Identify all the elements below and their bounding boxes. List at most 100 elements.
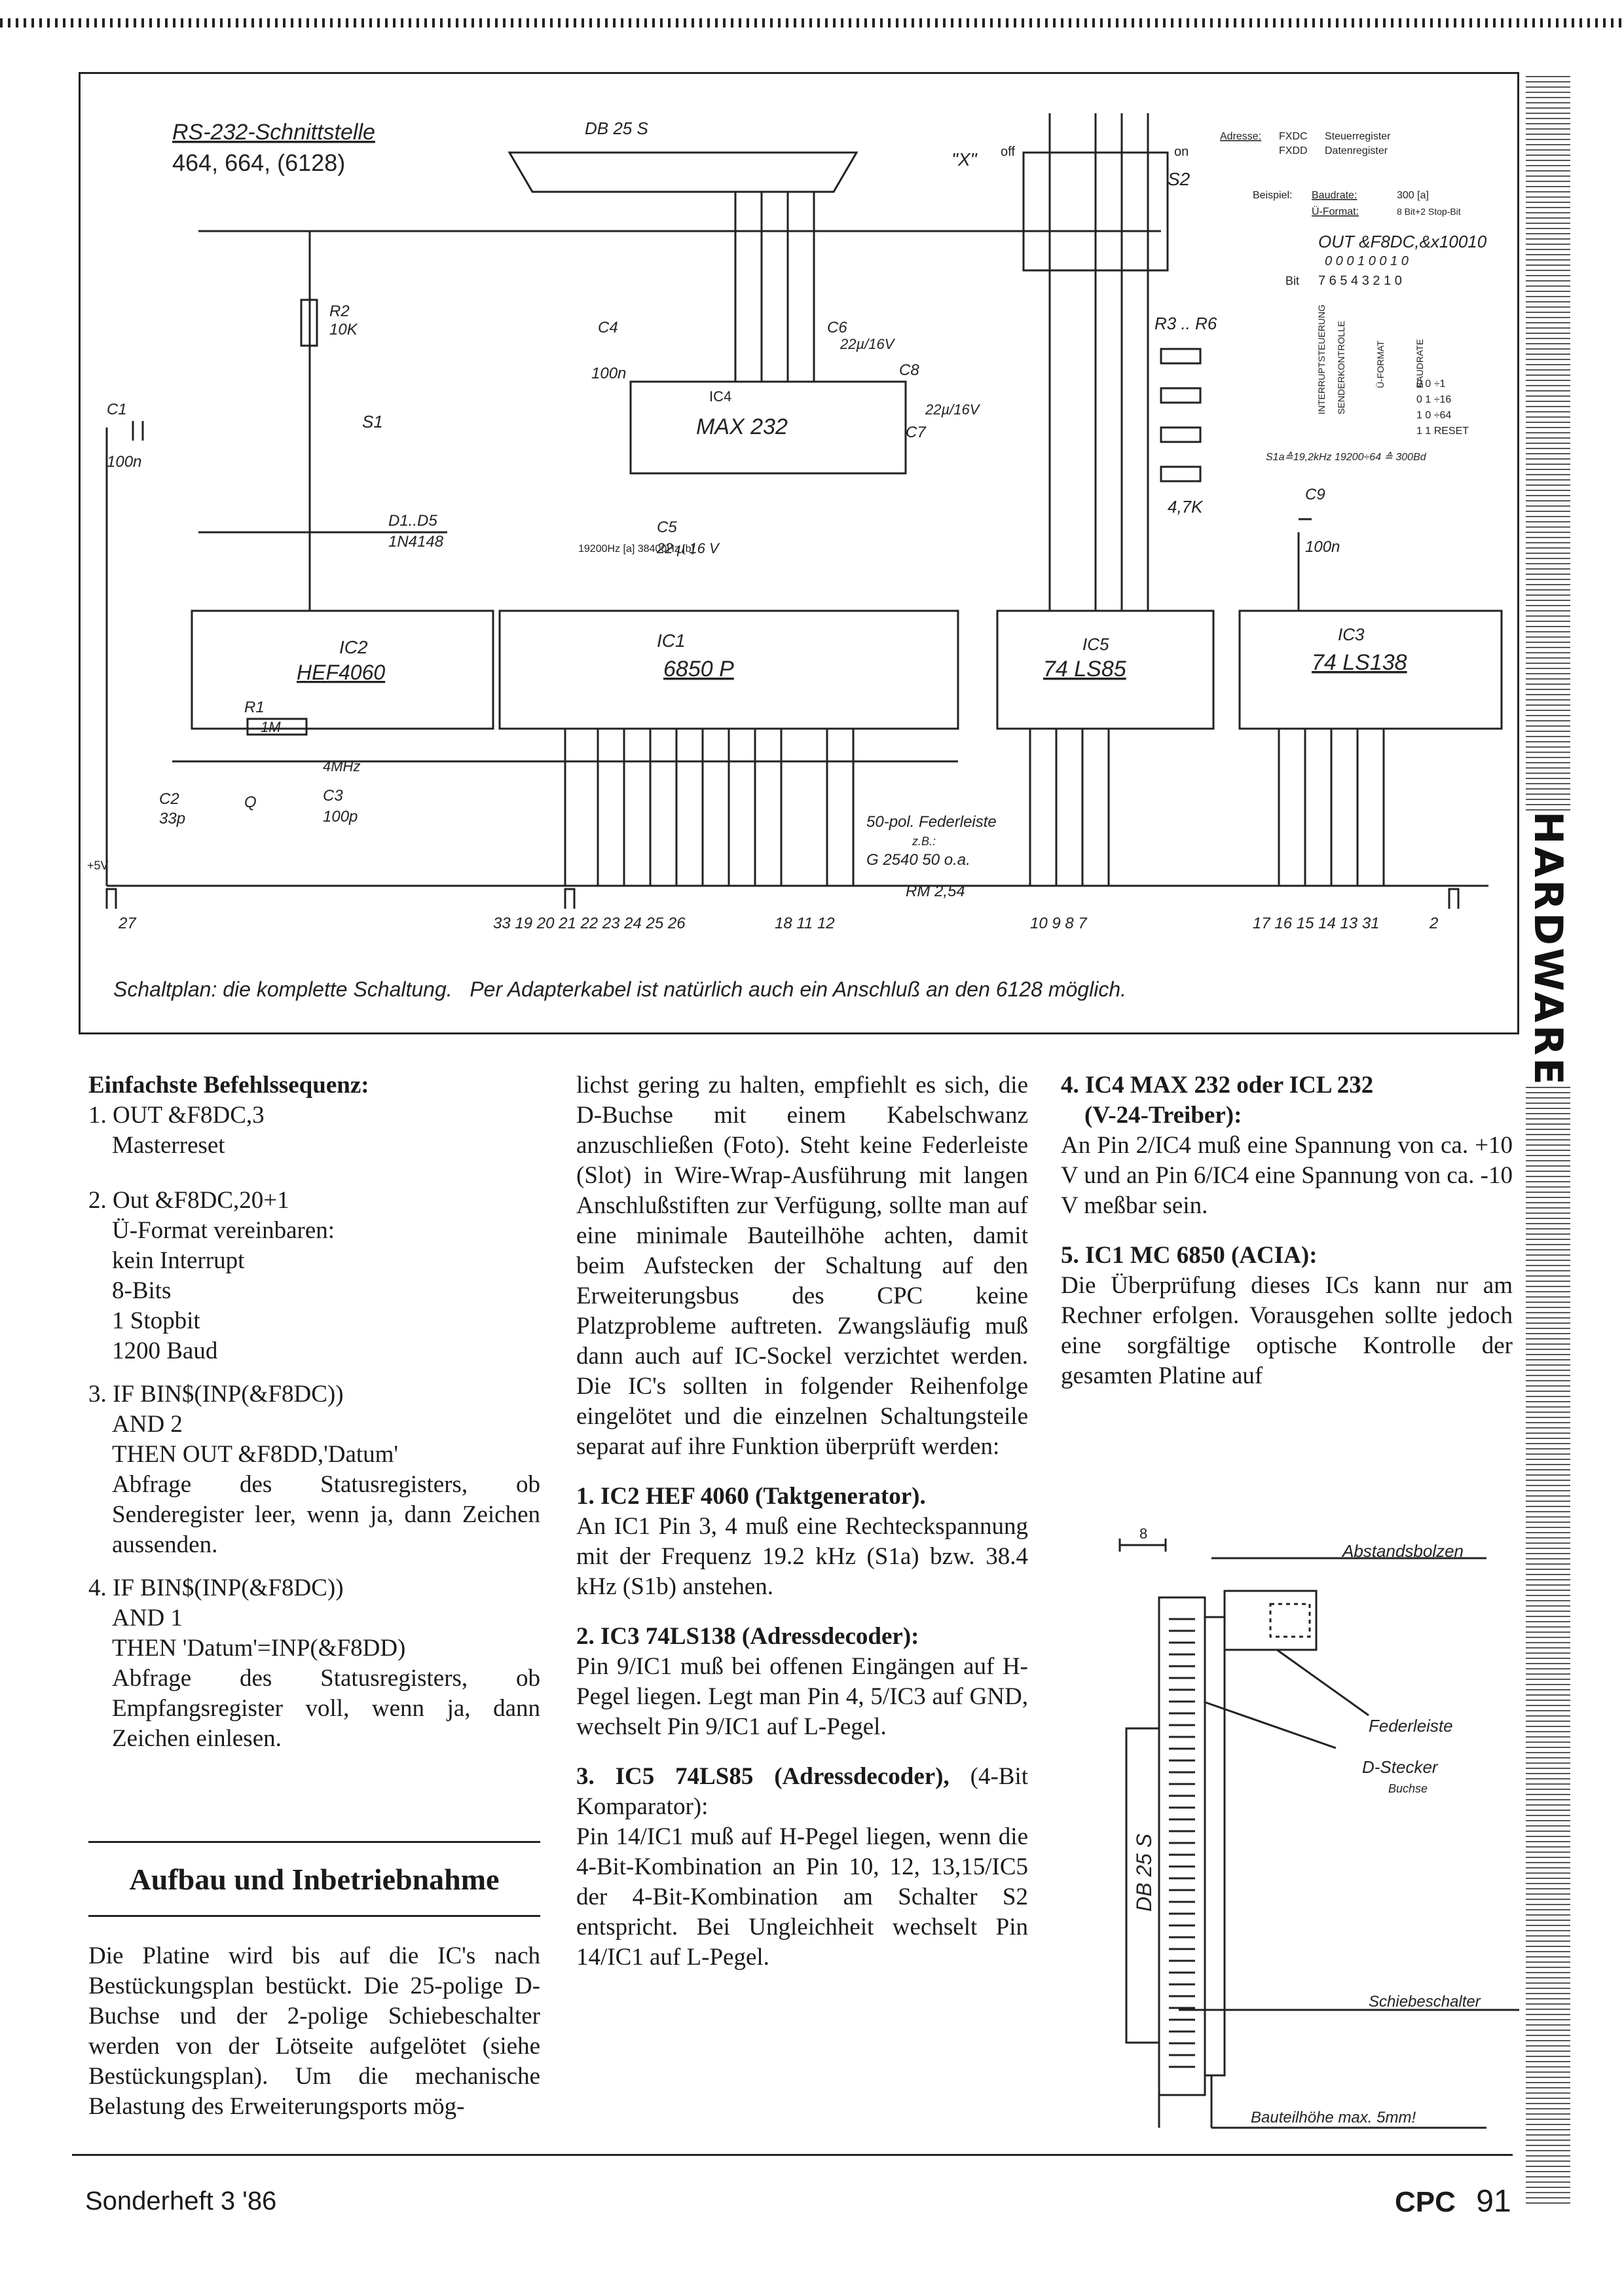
g2540-label: G 2540 50 o.a. (866, 851, 970, 869)
reg-baudrate: Baudrate: (1312, 190, 1357, 201)
pins-mid2: 18 11 12 (775, 915, 835, 932)
step-4-and: AND 1 (112, 1605, 183, 1631)
label-buchse: Buchse (1388, 1782, 1428, 1795)
check-3-text: Pin 14/IC1 muß auf H-Pegel liegen, wenn … (576, 1823, 1028, 1971)
check-4-heading-b: (V-24-Treiber): (1084, 1102, 1242, 1129)
ic1-label: IC1 (657, 630, 686, 651)
pins-mid: 33 19 20 21 22 23 24 25 26 (493, 915, 686, 932)
r2-label: R2 (329, 302, 350, 320)
c3-label: C3 (323, 787, 343, 805)
pin-left: 27 (118, 915, 137, 932)
r1-value: 1M (261, 719, 281, 735)
step-3-then: THEN OUT &F8DD,'Datum' (112, 1441, 399, 1468)
x-label: "X" (951, 149, 978, 170)
column-1-body: Die Platine wird bis auf die IC's nach B… (88, 1941, 540, 2122)
column-1: Einfachste Befehlssequenz: 1. OUT &F8DC,… (88, 1070, 540, 1754)
step-2-item-d: 1200 Baud (112, 1338, 218, 1364)
pin-gnd: 2 (1429, 915, 1438, 932)
pins-addr: 10 9 8 7 (1030, 915, 1088, 932)
db25-label: DB 25 S (585, 118, 648, 138)
top-dash-rule (0, 18, 1624, 27)
step-3-desc: Abfrage des Statusregisters, ob Sendereg… (112, 1471, 540, 1558)
bottom-rule (72, 2154, 1513, 2156)
hef4060-label: HEF4060 (297, 661, 385, 684)
step-2-item-c: 1 Stopbit (112, 1307, 200, 1334)
reg-cmd: OUT &F8DC,&x10010 (1318, 232, 1487, 251)
r3r6-label: R3 .. R6 (1154, 314, 1217, 333)
label-federleiste: Federleiste (1369, 1716, 1453, 1736)
c6-label: C6 (827, 319, 847, 337)
footer-brand-page: CPC 91 (1395, 2183, 1511, 2219)
page-number: 91 (1476, 2184, 1511, 2219)
rm-label: RM 2,54 (906, 883, 965, 900)
caption-part-a: Schaltplan: die komplette Schaltung. (113, 977, 452, 1001)
c2-label: C2 (159, 790, 179, 808)
check-2-text: Pin 9/IC1 muß bei offenen Eingängen auf … (576, 1653, 1028, 1740)
c5-label: C5 (657, 519, 677, 536)
c1-label: C1 (107, 401, 127, 418)
step-1: 1. OUT &F8DC,3 (88, 1102, 265, 1129)
reg-vert2: SENDERKONTROLLE (1336, 321, 1346, 414)
check-5-text: Die Überprüfung dieses ICs kann nur am R… (1061, 1272, 1513, 1389)
step-3-and: AND 2 (112, 1411, 183, 1438)
schematic-drawing: RS-232-Schnittstelle 464, 664, (6128) DB… (87, 113, 1503, 932)
freq-label: 19200Hz [a] 38400Hz [b] (578, 543, 694, 555)
c4-value: 100n (591, 365, 626, 382)
step-3: 3. IF BIN$(INP(&F8DC)) (88, 1381, 344, 1408)
step-2-item-b: 8-Bits (112, 1277, 172, 1304)
reg-addr1: FXDC (1279, 131, 1308, 142)
c9-label: C9 (1305, 486, 1325, 503)
c1-value: 100n (107, 453, 141, 471)
c6-value: 22µ/16V (840, 336, 896, 352)
pins-right: 17 16 15 14 13 31 (1253, 915, 1380, 932)
schematic-title: RS-232-Schnittstelle (172, 120, 375, 145)
check-5-heading: 5. IC1 MC 6850 (ACIA): (1061, 1242, 1318, 1269)
figure-caption: Schaltplan: die komplette Schaltung. Per… (113, 977, 1488, 1002)
register-box: Adresse: FXDC Steuerregister FXDD Datenr… (1220, 131, 1487, 556)
label-abstandsbolzen: Abstandsbolzen (1341, 1541, 1464, 1561)
reg-formula: S1a≙19,2kHz 19200÷64 ≙ 300Bd (1266, 452, 1427, 463)
r2-value: 10K (329, 321, 358, 338)
label-schiebeschalter: Schiebeschalter (1369, 1993, 1481, 2011)
ic3-label: IC3 (1338, 625, 1365, 644)
reg-div-row-0: 0 0 ÷1 (1416, 378, 1445, 390)
check-3-heading-b: (4-Bit Komparator): (576, 1763, 1029, 1820)
mhz-label: 4MHz (323, 758, 360, 774)
side-label-text: HARDWARE (1525, 811, 1572, 1087)
step-4-then: THEN 'Datum'=INP(&F8DD) (112, 1635, 406, 1662)
step-2-item-a: kein Interrupt (112, 1247, 245, 1274)
footer-issue: Sonderheft 3 '86 (85, 2187, 277, 2215)
federleiste-label: 50-pol. Federleiste (866, 813, 997, 831)
ls138-label: 74 LS138 (1312, 650, 1407, 675)
reg-addr1-desc: Steuerregister (1325, 131, 1391, 142)
reg-beispiel: Beispiel: (1253, 190, 1292, 201)
reg-addr2-desc: Datenregister (1325, 145, 1388, 156)
r3r6-value: 4,7K (1168, 497, 1204, 517)
ls85-label: 74 LS85 (1043, 657, 1126, 682)
col1-body-text: Die Platine wird bis auf die IC's nach B… (88, 1942, 540, 2120)
section-heading-text: Aufbau und Inbetriebnahme (129, 1862, 500, 1896)
mech-dim: 8 (1139, 1525, 1147, 1542)
step-1-desc: Masterreset (112, 1132, 225, 1159)
off-label: off (1001, 145, 1015, 159)
caption-part-b: Per Adapterkabel ist natürlich auch ein … (470, 977, 1126, 1001)
reg-div-row-2: 1 0 ÷64 (1416, 410, 1451, 421)
check-4-heading: 4. IC4 MAX 232 oder ICL 232 (1061, 1072, 1374, 1099)
plus5v-label: +5V (87, 859, 109, 872)
c9-value: 100n (1305, 538, 1340, 556)
s2-label: S2 (1168, 169, 1190, 189)
reg-vert4: BAUDRATE (1414, 339, 1425, 388)
c8-label: C8 (899, 361, 919, 379)
diode-type: 1N4148 (388, 533, 444, 551)
ic4-label: IC4 (709, 388, 731, 405)
max232-label: MAX 232 (696, 414, 788, 439)
check-4-text: An Pin 2/IC4 muß eine Spannung von ca. +… (1061, 1132, 1513, 1219)
step-4: 4. IF BIN$(INP(&F8DC)) (88, 1575, 344, 1601)
c2-value: 33p (159, 810, 185, 828)
d1d5-label: D1..D5 (388, 512, 437, 530)
section-heading: Aufbau und Inbetriebnahme (88, 1841, 540, 1917)
col1-heading: Einfachste Befehlssequenz: (88, 1072, 369, 1099)
step-4-desc: Abfrage des Statusregisters, ob Empfangs… (112, 1665, 540, 1752)
q-label: Q (244, 793, 257, 811)
col2-intro: lichst gering zu halten, empfiehlt es si… (576, 1072, 1028, 1460)
